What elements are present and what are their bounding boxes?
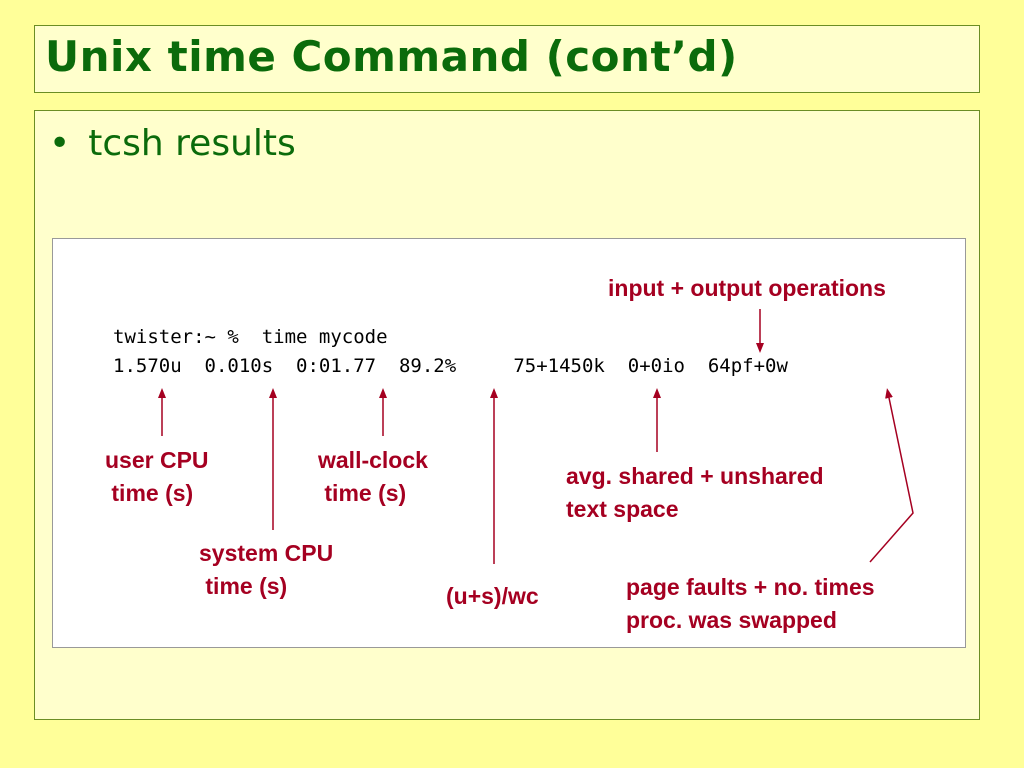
annotation-io-ops: input + output operations: [608, 275, 886, 301]
terminal-panel: [52, 238, 966, 648]
annotation-text-space: avg. shared + unshared text space: [566, 463, 824, 522]
annotation-user-cpu: user CPU time (s): [105, 447, 209, 506]
annotation-utilization: (u+s)/wc: [446, 583, 539, 609]
bullet-text: tcsh results: [88, 123, 296, 164]
arrow-page-faults: [869, 388, 914, 563]
annotation-page-faults: page faults + no. times proc. was swappe…: [626, 574, 875, 633]
annotation-system-cpu: system CPU time (s): [199, 540, 334, 599]
slide-title: Unix time Command (cont’d): [45, 32, 738, 81]
bullet-item: • tcsh results: [49, 123, 296, 164]
annotation-wall-clock: wall-clock time (s): [318, 447, 428, 506]
terminal-command-line: twister:~ % time mycode: [113, 326, 388, 348]
title-box: Unix time Command (cont’d): [34, 25, 980, 93]
bullet-dot-icon: •: [49, 123, 71, 164]
terminal-output-line: 1.570u 0.010s 0:01.77 89.2% 75+1450k 0+0…: [113, 355, 788, 377]
